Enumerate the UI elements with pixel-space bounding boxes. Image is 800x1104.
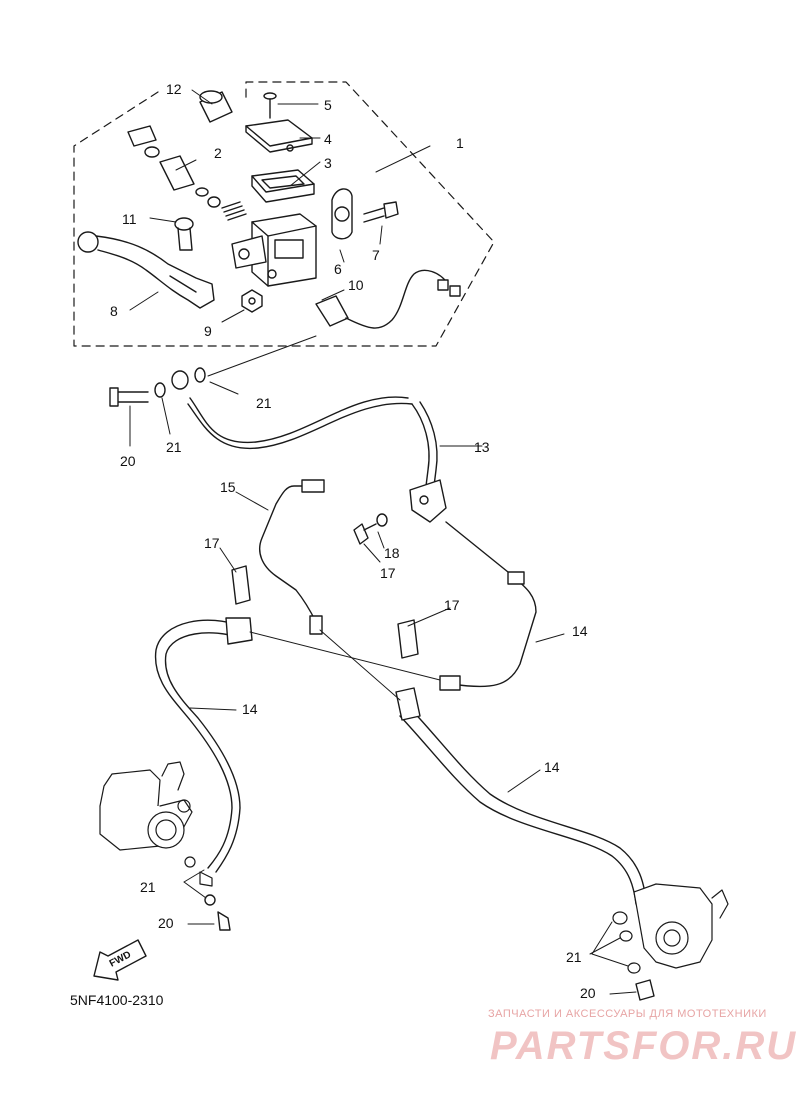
brake-switch [315,269,461,329]
pipe-15-fitting-upper [507,571,525,585]
callout-21a: 21 [256,395,272,411]
callout-21d: 21 [566,949,582,965]
callout-20a: 20 [120,453,136,469]
callout-7: 7 [372,247,380,263]
holder-bolt [363,201,399,223]
callout-19: 18 [384,545,400,561]
right-caliper [612,883,729,974]
callout-14b: 14 [544,759,560,775]
dust-cup [199,90,233,123]
callout-10: 10 [348,277,364,293]
pipe-15-fitting-lower [439,675,461,691]
piston-kit [127,125,247,221]
hose-to-joint-line [249,631,441,681]
callout-18: 17 [380,565,396,581]
callout-8: 8 [110,303,118,319]
cap-screw [263,92,277,119]
left-caliper-bolt [204,894,231,931]
lever-nut [241,289,263,313]
hose-clip-left [231,565,251,605]
upper-banjo [109,367,206,407]
callout-20c: 20 [580,985,596,1001]
callout-9: 9 [204,323,212,339]
watermark-logo: PARTSFOR.RU [490,1024,798,1068]
three-way-joint [409,479,447,523]
callout-12: 12 [166,81,182,97]
master-cylinder [231,213,317,287]
callout-2: 2 [214,145,222,161]
right-caliper-bolt [635,979,655,1001]
leader-lines [129,89,637,995]
callout-1: 1 [456,135,464,151]
callout-21c: 21 [140,879,156,895]
watermark-tagline: ЗАПЧАСТИ И АКСЕССУАРЫ ДЛЯ МОТОТЕХНИКИ [488,1008,767,1020]
callout-17b: 17 [444,597,460,613]
callout-15: 14 [572,623,588,639]
brake-lever [77,231,215,309]
upper-brake-hose [189,396,409,444]
pipe-16-fitting-upper [301,479,325,493]
fwd-arrow [93,939,147,981]
left-hose-fitting [225,617,253,645]
hose-clip-right [397,619,419,659]
diaphragm [251,169,315,203]
pivot-bolt [174,217,194,251]
callout-11: 11 [122,211,137,227]
left-caliper [99,761,213,887]
callout-6: 6 [334,261,342,277]
callout-16: 15 [220,479,236,495]
callout-21b: 21 [166,439,182,455]
callout-20b: 20 [158,915,174,931]
handlebar-holder [331,188,353,240]
pipe-16-fitting-lower [309,615,323,635]
assembly-group-outline [73,81,495,347]
callout-13: 13 [474,439,490,455]
callout-3: 3 [324,155,332,171]
joint-bolt [353,513,388,545]
callout-17a: 17 [204,535,220,551]
right-hose-fitting [395,687,421,721]
brake-pipe-16 [258,485,319,623]
hose-13 [411,403,430,487]
right-brake-hose [409,707,647,901]
callout-5: 5 [324,97,332,113]
reservoir-cap [245,119,313,153]
left-brake-hose [154,619,241,869]
callout-14a: 14 [242,701,258,717]
callout-4: 4 [324,131,332,147]
part-code: 5NF4100-2310 [70,992,164,1008]
